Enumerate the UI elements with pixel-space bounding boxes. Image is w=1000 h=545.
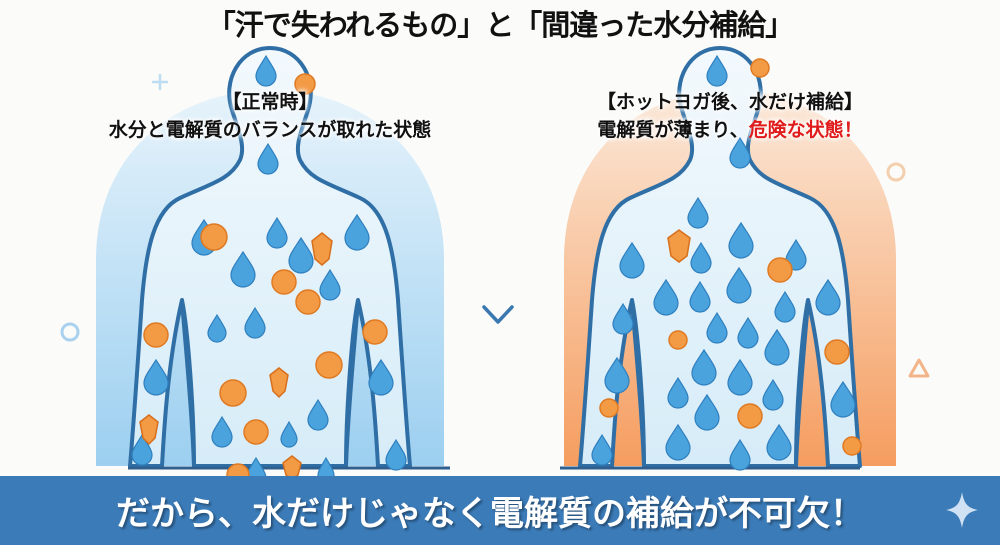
right-panel-diluted-state: 【ホットヨガ後、水だけ補給】 電解質が薄まり、危険な状態！ (560, 30, 900, 476)
arrow-down-icon (482, 205, 514, 324)
right-caption: 【ホットヨガ後、水だけ補給】 電解質が薄まり、危険な状態！ (520, 88, 940, 144)
plus-decoration-icon (151, 73, 169, 91)
left-heading: 【正常時】 (222, 91, 318, 113)
triangle-decoration-icon (908, 358, 930, 378)
body-figure-balanced (96, 46, 450, 476)
right-subtitle: 電解質が薄まり、危険な状態！ (520, 116, 940, 144)
page-title: 「汗で失われるもの」と「間違った水分補給」 (206, 8, 795, 42)
right-heading: 【ホットヨガ後、水だけ補給】 (596, 91, 863, 113)
body-figure-diluted (560, 46, 896, 471)
left-subtitle: 水分と電解質のバランスが取れた状態 (108, 119, 432, 141)
conclusion-text: だから、水だけじゃなく電解質の補給が不可欠！ (116, 494, 864, 534)
conclusion-banner: だから、水だけじゃなく電解質の補給が不可欠！ (0, 476, 1000, 545)
danger-warning-text: 危険な状態！ (748, 119, 863, 141)
circle-decoration-icon (60, 322, 80, 342)
left-panel-normal-state: 【正常時】 水分と電解質のバランスが取れた状態 (90, 30, 450, 476)
right-subtitle-text: 電解質が薄まり、 (597, 119, 749, 141)
left-caption: 【正常時】 水分と電解質のバランスが取れた状態 (50, 88, 490, 144)
sparkle-icon (946, 492, 978, 528)
ring-decoration-icon (886, 162, 906, 182)
